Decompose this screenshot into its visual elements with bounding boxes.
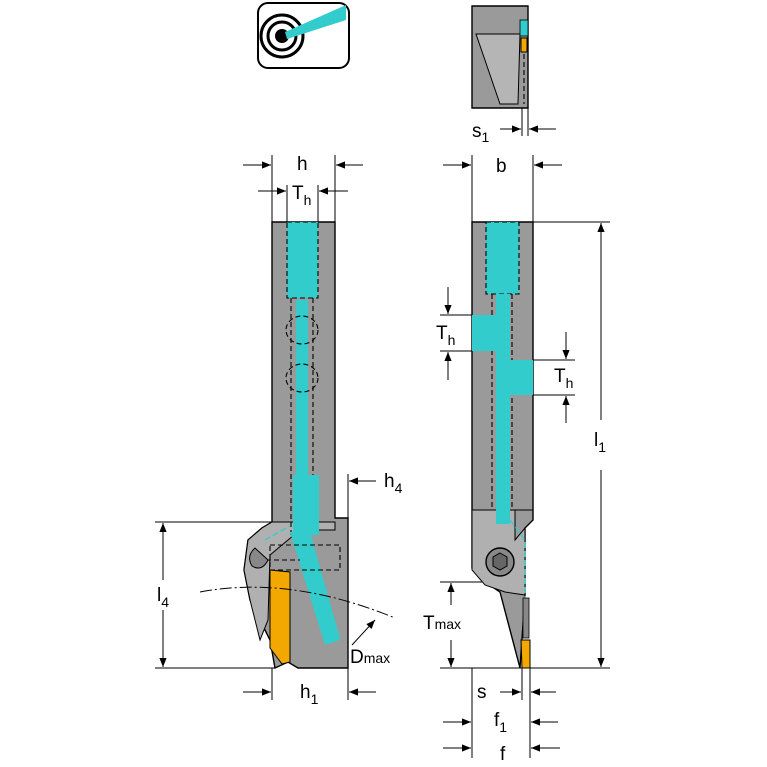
label-th-left: Th xyxy=(436,323,455,348)
label-h: h xyxy=(297,154,308,175)
label-s: s xyxy=(477,682,487,703)
coolant-target-icon xyxy=(257,2,350,69)
label-s1: s1 xyxy=(472,121,490,145)
label-tmax: Tmax xyxy=(423,613,461,634)
label-f1: f1 xyxy=(494,710,507,735)
label-th-right: Th xyxy=(554,366,573,391)
top-view-holder: s1 xyxy=(471,5,556,145)
left-view-holder: Dmax h Th h4 l4 h1 xyxy=(155,154,403,707)
label-dmax: Dmax xyxy=(350,647,390,668)
label-l1: l1 xyxy=(594,430,606,455)
label-th-top: Th xyxy=(292,183,311,208)
label-l4: l4 xyxy=(157,585,169,610)
right-view-holder: b Th Th l1 Tmax s f1 xyxy=(423,155,610,765)
label-h1: h1 xyxy=(300,682,319,707)
label-h4: h4 xyxy=(384,471,403,496)
label-b: b xyxy=(496,156,507,177)
label-f: f xyxy=(500,744,506,765)
